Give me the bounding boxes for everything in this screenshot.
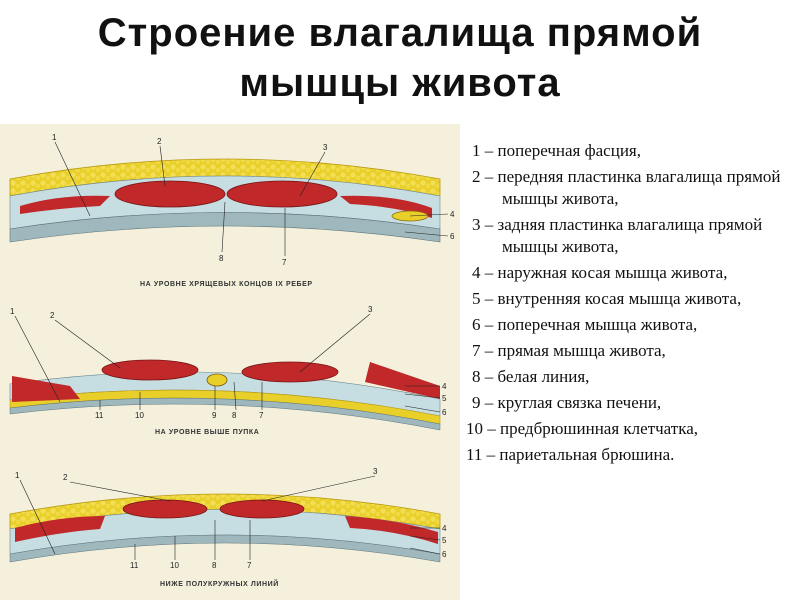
section-above-navel: 1 2 3 4 5 6 11 10 9 8 7 НА УРОВНЕ ВЫШЕ П… <box>9 305 447 436</box>
anatomy-diagram: 1 2 3 4 6 8 7 НА УРОВНЕ ХРЯЩЕВЫХ КОНЦОВ … <box>0 124 460 600</box>
label-5-s2: 5 <box>442 394 447 403</box>
label-10-s2: 10 <box>135 411 144 420</box>
label-7: 7 <box>282 258 287 267</box>
legend-item-1: 1 – поперечная фасция, <box>472 141 641 160</box>
legend-item-10: 10 – предбрюшинная клетчатка, <box>466 419 699 438</box>
label-3-s2: 3 <box>368 305 373 314</box>
label-7-s2: 7 <box>259 411 264 420</box>
legend-item-6: 6 – поперечная мышца живота, <box>472 315 698 334</box>
rectus-muscle-right-2 <box>241 361 339 383</box>
legend-item-2: 2 – передняя пластинка влагалища прямой … <box>472 167 781 208</box>
oblique-muscle-left-2 <box>12 376 80 402</box>
peritoneum-layer-1 <box>9 212 441 243</box>
slide-title-line-1: Строение влагалища прямой <box>97 11 703 55</box>
rectus-muscle-left-3 <box>122 499 208 519</box>
label-4: 4 <box>450 210 455 219</box>
label-2-s2: 2 <box>50 311 55 320</box>
label-1: 1 <box>52 133 57 142</box>
rectus-muscle-right-1 <box>226 180 338 208</box>
oblique-muscle-left-1 <box>20 195 110 214</box>
rectus-muscle-left-2 <box>101 359 199 381</box>
legend-item-11: 11 – париетальная брюшина. <box>466 445 675 464</box>
section-below-semicircular-lines: 1 2 3 4 5 6 11 10 8 7 НИЖЕ ПОЛУКРУЖНЫХ Л… <box>9 467 447 588</box>
oblique-muscle-right-2 <box>365 362 440 399</box>
caption-section-2: НА УРОВНЕ ВЫШЕ ПУПКА <box>155 429 259 436</box>
slide-title-line-2: мышцы живота <box>239 61 561 105</box>
label-8-s3: 8 <box>212 561 217 570</box>
anatomy-illustration: 1 2 3 4 6 8 7 НА УРОВНЕ ХРЯЩЕВЫХ КОНЦОВ … <box>9 133 455 588</box>
label-3-s3: 3 <box>373 467 378 476</box>
round-ligament-of-liver <box>206 373 228 387</box>
section-ix-ribs: 1 2 3 4 6 8 7 НА УРОВНЕ ХРЯЩЕВЫХ КОНЦОВ … <box>9 133 455 288</box>
legend-item-7: 7 – прямая мышца живота, <box>472 341 666 360</box>
label-6: 6 <box>450 232 455 241</box>
label-11-s2: 11 <box>95 411 104 420</box>
label-9-s2: 9 <box>212 411 217 420</box>
oblique-muscle-left-3 <box>15 516 105 542</box>
label-2: 2 <box>157 137 162 146</box>
label-8-s2: 8 <box>232 411 237 420</box>
slide-title: Строение влагалища прямой мышцы живота <box>0 8 800 108</box>
label-1-s3: 1 <box>15 471 20 480</box>
label-3: 3 <box>323 143 328 152</box>
peritoneum-layer-2 <box>9 397 441 431</box>
label-8: 8 <box>219 254 224 263</box>
legend-item-4: 4 – наружная косая мышца живота, <box>472 263 728 282</box>
label-1-s2: 1 <box>10 307 15 316</box>
rectus-muscle-left-1 <box>114 180 226 208</box>
label-6-s3: 6 <box>442 550 447 559</box>
caption-section-1: НА УРОВНЕ ХРЯЩЕВЫХ КОНЦОВ IX РЕБЕР <box>140 281 313 288</box>
legend-item-3: 3 – задняя пластинка влагалища прямой мы… <box>472 215 763 256</box>
oblique-muscle-right-1 <box>340 195 432 218</box>
label-7-s3: 7 <box>247 561 252 570</box>
caption-section-3: НИЖЕ ПОЛУКРУЖНЫХ ЛИНИЙ <box>160 579 279 588</box>
label-4-s2: 4 <box>442 382 447 391</box>
label-2-s3: 2 <box>63 473 68 482</box>
legend-list: 1 – поперечная фасция, 2 – передняя плас… <box>466 140 797 470</box>
peritoneum-layer-3 <box>9 534 441 563</box>
legend-item-8: 8 – белая линия, <box>472 367 590 386</box>
legend-item-9: 9 – круглая связка печени, <box>472 393 662 412</box>
legend-item-5: 5 – внутренняя косая мышца живота, <box>472 289 742 308</box>
label-5-s3: 5 <box>442 536 447 545</box>
oblique-muscle-right-3 <box>345 516 438 544</box>
label-10-s3: 10 <box>170 561 179 570</box>
label-4-s3: 4 <box>442 524 447 533</box>
label-11-s3: 11 <box>130 561 139 570</box>
label-6-s2: 6 <box>442 408 447 417</box>
rectus-muscle-right-3 <box>219 499 305 519</box>
